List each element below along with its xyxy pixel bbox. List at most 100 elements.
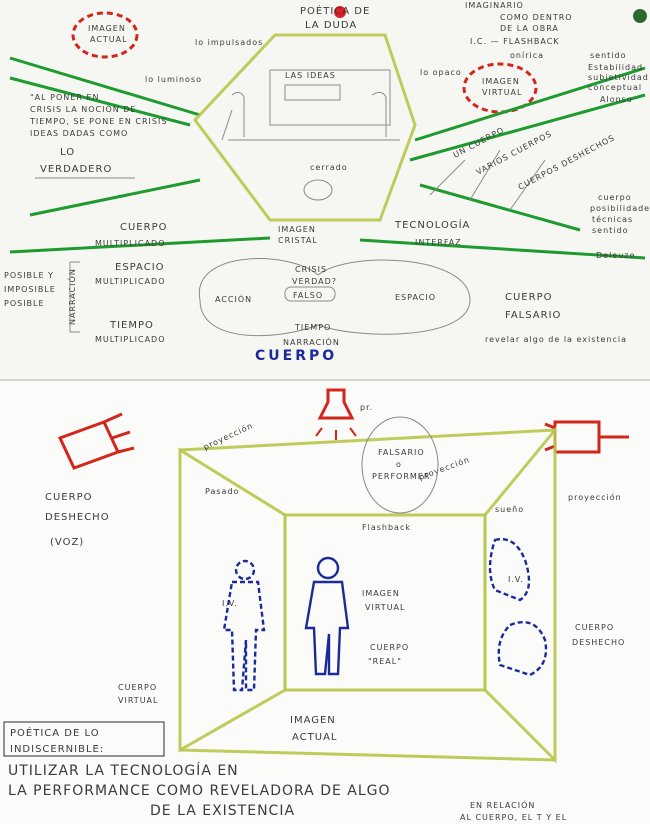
green-line-3	[414, 66, 646, 142]
imaginario-2: COMO DENTRO	[500, 13, 573, 22]
sentence-2: LA PERFORMANCE COMO REVELADORA DE ALGO	[8, 783, 391, 799]
crisis-1: CRISIS	[295, 265, 327, 274]
imagen-virtual-1: IMAGEN	[362, 589, 400, 598]
tiempo-label: TIEMPO	[294, 323, 331, 332]
deshecho-voz-3: (VOZ)	[50, 537, 84, 548]
falsario-circle	[361, 416, 439, 514]
imagen-cristal-2: CRISTAL	[278, 236, 318, 245]
falso-box	[284, 286, 336, 302]
imagen-virtual-label-2: VIRTUAL	[482, 88, 522, 97]
las-ideas-label: LAS IDEAS	[285, 71, 336, 80]
cuerpo-deshecho-1: CUERPO	[575, 623, 614, 632]
lo-opaco-label: lo opaco	[420, 68, 462, 77]
lo-impulsados-label: lo impulsados	[195, 38, 263, 47]
green-line-8	[359, 238, 646, 260]
imagen-actual-label-2: ACTUAL	[90, 35, 128, 44]
cuerpo-real-2: "REAL"	[368, 657, 402, 666]
posible-3: POSIBLE	[4, 299, 45, 308]
onirica-note: onírica	[510, 51, 544, 60]
falsario-3: PERFORMER	[372, 472, 430, 481]
title-line2: LA DUDA	[305, 20, 357, 31]
center-lamp-icon	[317, 388, 355, 420]
flashback-note: I.C. — FLASHBACK	[470, 37, 560, 46]
lo-verdadero-1: LO	[60, 147, 75, 158]
green-line-5	[29, 178, 201, 217]
cuerpo-virtual-1: CUERPO	[118, 683, 157, 692]
imagen-cristal-1: IMAGEN	[278, 225, 316, 234]
cuerpo-deshecho-2: DESHECHO	[572, 638, 625, 647]
green-line-1	[9, 56, 201, 117]
espacio-multiplicado-1: ESPACIO	[115, 262, 165, 273]
lo-luminoso-label: lo luminoso	[145, 75, 202, 84]
right-note-4: conceptual	[588, 83, 642, 92]
narracion-label: NARRACIÓN	[283, 336, 340, 347]
poetica-1: POÉTICA DE LO	[10, 726, 100, 739]
imagen-actual-2: ACTUAL	[292, 732, 338, 743]
sentence-3: DE LA EXISTENCIA	[150, 803, 295, 819]
tecnologia-2: INTERFAZ	[415, 238, 462, 247]
cuerpo-note-2: posibilidades	[590, 204, 650, 213]
red-pin-icon	[334, 6, 346, 18]
imagen-virtual-label-1: IMAGEN	[482, 77, 520, 86]
right-note-5: Alonso	[600, 95, 633, 104]
real-body-figure	[304, 556, 350, 676]
arrow-2	[469, 149, 501, 201]
falso-label: FALSO	[293, 291, 323, 300]
deshecho-hands	[488, 538, 548, 677]
green-pin-icon	[633, 9, 647, 23]
cerrado-label: cerrado	[310, 163, 348, 172]
en-relacion-2: AL CUERPO, EL T Y EL	[460, 813, 567, 822]
arrow-3	[509, 159, 546, 211]
side-bracket	[69, 261, 80, 333]
green-line-4	[409, 93, 646, 162]
espacio-label: ESPACIO	[395, 293, 436, 302]
top-page	[0, 0, 650, 380]
right-projector-icon	[544, 420, 629, 454]
cuerpo-multiplicado-1: CUERPO	[120, 222, 167, 233]
poetica-2: INDISCERNIBLE:	[10, 744, 104, 755]
tiempo-multiplicado-1: TIEMPO	[109, 320, 154, 331]
narracion-side: NARRACIÓN	[66, 268, 77, 325]
cuerpo-virtual-2: VIRTUAL	[118, 696, 158, 705]
sentence-1: UTILIZAR LA TECNOLOGÍA EN	[8, 762, 239, 779]
poetica-box	[3, 721, 165, 757]
floor-line	[179, 748, 556, 762]
green-line-7	[9, 236, 271, 254]
imagen-actual-1: IMAGEN	[290, 715, 336, 726]
cuerpo-falsario-2: FALSARIO	[505, 310, 561, 321]
accion-label: ACCIÓN	[215, 293, 252, 304]
espacio-multiplicado-2: MULTIPLICADO	[95, 277, 166, 286]
right-note-2: Estabilidad	[588, 63, 643, 72]
cuerpo-falsario-1: CUERPO	[505, 292, 552, 303]
posible-1: POSIBLE Y	[4, 271, 54, 280]
tecnologia-1: TECNOLOGÍA	[394, 218, 470, 231]
falsario-1: FALSARIO	[378, 448, 425, 457]
cuerpo-note-1: cuerpo	[598, 193, 632, 202]
pr-label: pr.	[360, 403, 373, 412]
virtual-body-figure	[222, 559, 266, 692]
pasado-label: Pasado	[205, 487, 239, 496]
tiempo-multiplicado-2: MULTIPLICADO	[95, 335, 166, 344]
lo-verdadero-2: VERDADERO	[40, 164, 112, 175]
imagen-actual-circle	[71, 11, 139, 59]
hexagon-frame	[193, 33, 417, 222]
ideas-screen	[269, 69, 391, 126]
cuerpo-note-4: sentido	[592, 226, 629, 235]
green-line-6	[419, 183, 581, 232]
quote-1: "AL PONER EN	[30, 93, 99, 102]
imagen-virtual-circle	[462, 62, 538, 114]
cuerpo-big: CUERPO	[255, 348, 337, 364]
right-note-1: sentido	[590, 51, 627, 60]
crisis-2: VERDAD?	[292, 277, 337, 286]
title-line1: POÉTICA DE	[300, 4, 370, 17]
green-line-2	[9, 76, 191, 127]
quote-4: IDEAS DADAS COMO	[30, 129, 128, 138]
revelar-note: revelar algo de la existencia	[485, 335, 627, 344]
deshecho-voz-1: CUERPO	[45, 492, 92, 503]
right-note-3: subjetividad	[588, 73, 649, 82]
quote-3: TIEMPO, SE PONE EN CRISIS	[29, 117, 167, 126]
falsario-2: o	[396, 460, 402, 469]
cuerpo-note-3: técnicas	[592, 214, 633, 224]
ideas-inner-box	[284, 84, 341, 101]
